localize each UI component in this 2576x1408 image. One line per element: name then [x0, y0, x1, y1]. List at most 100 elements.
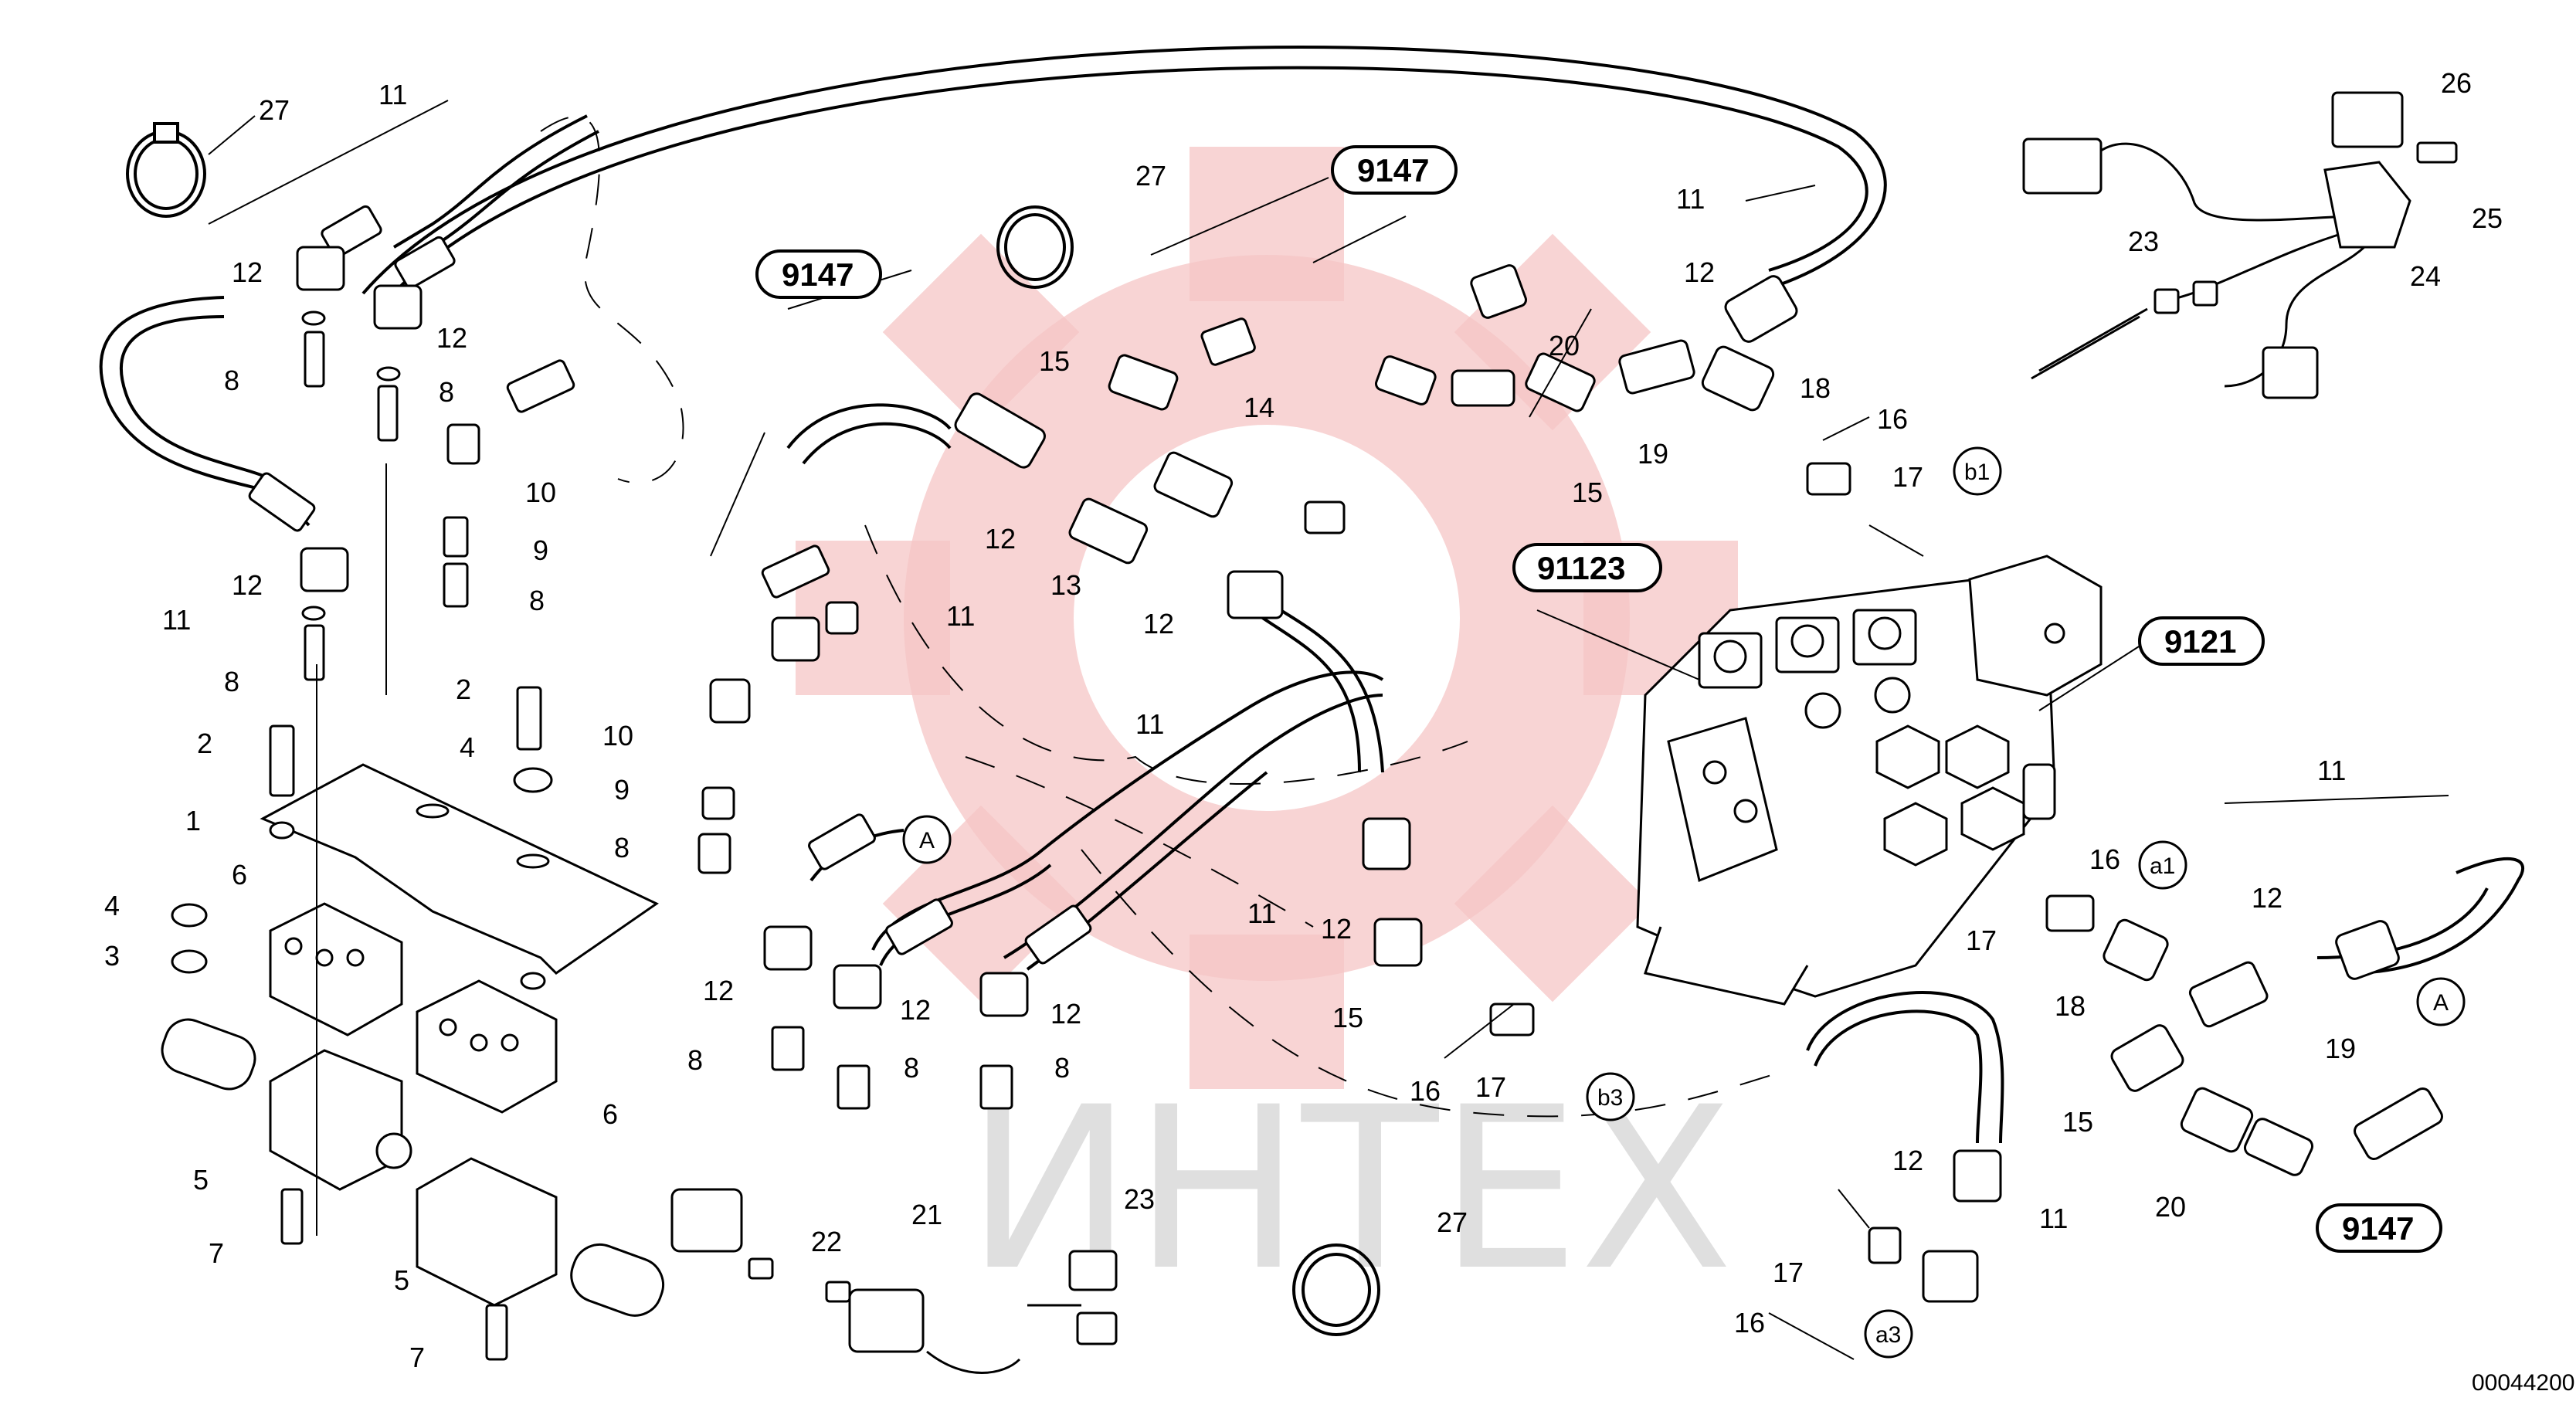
part-label: 11 [946, 600, 975, 632]
part-label: 15 [2062, 1106, 2093, 1138]
part-label: 17 [1773, 1257, 1804, 1288]
ref-9147-b-callout[interactable]: 9147 [1331, 145, 1458, 195]
part-label: 6 [602, 1098, 618, 1130]
part-label: 13 [1050, 569, 1081, 601]
bolts-left [171, 686, 553, 1361]
part-label: 12 [1684, 256, 1715, 288]
part-label: 12 [1050, 998, 1081, 1030]
leader-lines [208, 100, 2449, 1360]
part-label: 7 [409, 1342, 425, 1373]
hose-clamp-left [126, 122, 206, 218]
part-label: 14 [1244, 392, 1274, 423]
marker-A-2: A [2433, 990, 2449, 1016]
part-label: 4 [104, 890, 120, 921]
part-labels: 27 11 12 8 12 8 10 9 8 11 12 8 2 1 4 3 6… [104, 67, 2503, 1373]
valve-block-left [269, 902, 558, 1114]
part-label: 8 [439, 376, 454, 408]
part-label: 12 [232, 256, 263, 288]
part-label: 17 [1475, 1071, 1506, 1103]
part-label: 23 [1124, 1183, 1155, 1215]
part-label: 18 [2055, 990, 2086, 1022]
part-label: 17 [1966, 925, 1997, 956]
ref-9147-b: 9147 [1357, 152, 1429, 188]
ref-9121: 9121 [2164, 623, 2236, 660]
ref-91123-callout[interactable]: 91123 [1512, 543, 1662, 592]
part-label: 8 [1054, 1052, 1070, 1084]
solenoid-coils-bottom [670, 1188, 1118, 1374]
part-label: 19 [2325, 1033, 2356, 1064]
part-label: 26 [2441, 67, 2472, 99]
part-label: 12 [900, 994, 931, 1026]
marker-a3: a3 [1875, 1322, 1901, 1348]
part-label: 25 [2472, 202, 2503, 234]
manifold-plate [260, 763, 659, 990]
part-label: 9 [614, 774, 630, 806]
relay-connector [2022, 91, 2458, 399]
part-label: 27 [259, 94, 290, 126]
ref-9147-c-callout[interactable]: 9147 [2316, 1203, 2442, 1253]
part-label: 11 [378, 79, 407, 110]
ref-9121-callout[interactable]: 9121 [2138, 616, 2265, 666]
part-label: 23 [2128, 226, 2159, 257]
part-label: 12 [1143, 608, 1174, 640]
part-label: 2 [456, 673, 471, 705]
connection-markers[interactable] [902, 446, 2466, 1359]
part-label: 22 [811, 1226, 842, 1257]
part-label: 15 [1039, 345, 1070, 377]
part-label: 4 [460, 731, 475, 763]
control-valve-block [1636, 555, 2103, 1006]
part-label: 11 [162, 604, 191, 636]
part-label: 24 [2410, 260, 2441, 292]
main-hose-arc [361, 46, 1887, 303]
part-label: 2 [197, 728, 212, 759]
part-label: 18 [1800, 372, 1831, 404]
part-label: 10 [602, 720, 633, 751]
part-label: 12 [703, 975, 734, 1006]
part-label: 6 [232, 859, 247, 891]
ref-9147-c: 9147 [2342, 1210, 2414, 1247]
part-label: 11 [1135, 708, 1164, 740]
part-label: 27 [1135, 160, 1166, 192]
part-label: 16 [1877, 403, 1908, 435]
part-label: 8 [529, 585, 545, 616]
hose-clamp-center [996, 205, 1380, 1336]
part-label: 11 [1676, 183, 1705, 215]
part-label: 16 [2089, 843, 2120, 875]
part-label: 20 [1549, 330, 1580, 361]
marker-A-1: A [919, 828, 935, 853]
part-label: 5 [394, 1264, 409, 1296]
part-label: 1 [185, 805, 201, 836]
part-label: 15 [1332, 1002, 1363, 1033]
ref-91123: 91123 [1537, 550, 1625, 586]
part-label: 27 [1437, 1206, 1468, 1238]
marker-a1: a1 [2150, 853, 2175, 879]
part-label: 17 [1892, 461, 1923, 493]
part-label: 12 [232, 569, 263, 601]
part-label: 8 [224, 365, 239, 396]
part-label: 16 [1734, 1307, 1765, 1338]
part-label: 21 [911, 1199, 942, 1230]
part-label: 10 [525, 477, 556, 508]
part-label: 12 [1321, 913, 1352, 945]
part-label: 7 [209, 1237, 224, 1269]
part-label: 8 [687, 1044, 703, 1076]
center-fittings [506, 264, 1851, 1110]
part-label: 11 [1247, 897, 1276, 929]
ref-9147-a-callout[interactable]: 9147 [755, 249, 882, 299]
document-number: 00044200 [2472, 1370, 2574, 1396]
marker-b3: b3 [1597, 1085, 1623, 1111]
part-label: 11 [2317, 755, 2346, 786]
part-label: 12 [985, 523, 1016, 555]
right-fittings [1868, 894, 2443, 1303]
part-label: 8 [904, 1052, 919, 1084]
part-label: 9 [533, 534, 548, 566]
part-label: 11 [2039, 1203, 2068, 1234]
part-label: 20 [2155, 1191, 2186, 1223]
part-label: 16 [1410, 1075, 1441, 1107]
marker-b1: b1 [1964, 460, 1990, 485]
part-label: 12 [1892, 1145, 1923, 1176]
part-label: 15 [1572, 477, 1603, 508]
ref-9147-a: 9147 [782, 256, 854, 293]
part-label: 8 [614, 832, 630, 863]
